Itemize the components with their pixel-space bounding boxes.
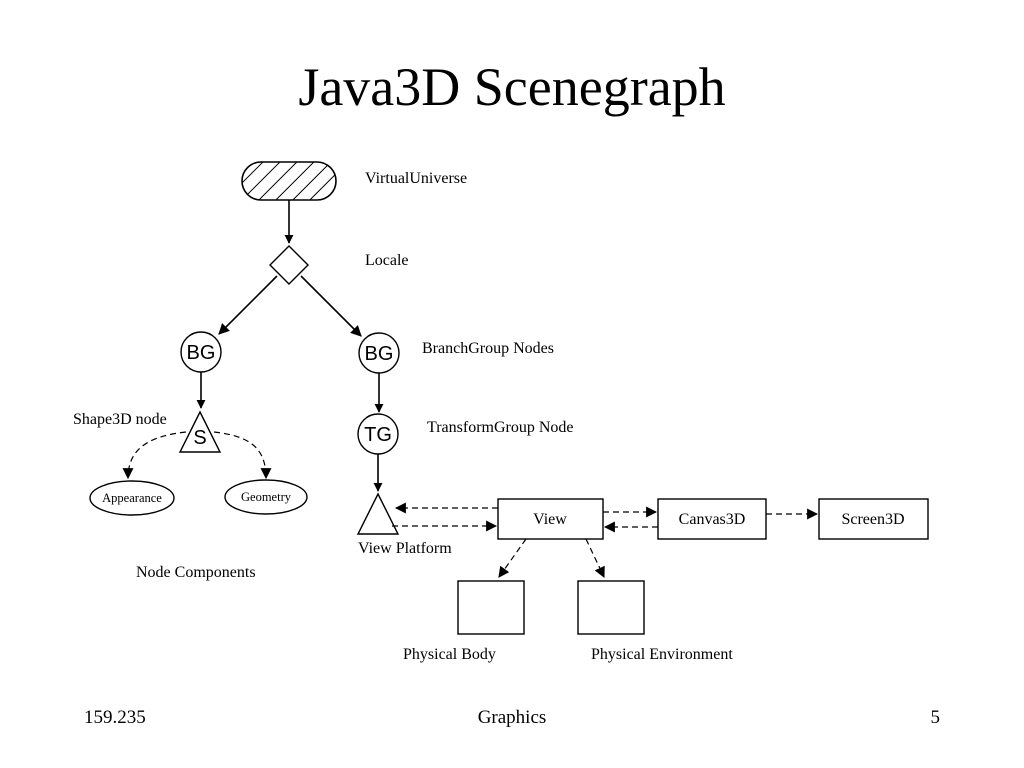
transformgroup-label: TransformGroup Node bbox=[427, 419, 574, 436]
shape-letter: S bbox=[193, 427, 206, 449]
branchgroup-label: BranchGroup Nodes bbox=[422, 340, 554, 357]
virtual-universe-label: VirtualUniverse bbox=[365, 170, 467, 187]
edge-shape-geometry bbox=[213, 431, 272, 480]
canvas3d-text: Canvas3D bbox=[679, 511, 746, 528]
edge-view-physical-body bbox=[498, 538, 527, 578]
node-components-label: Node Components bbox=[136, 564, 256, 581]
geometry-text: Geometry bbox=[241, 490, 292, 504]
edge-locale-bg-right bbox=[300, 275, 362, 337]
shape3d-label: Shape3D node bbox=[73, 411, 167, 428]
locale-label: Locale bbox=[365, 252, 409, 269]
slide-title: Java3D Scenegraph bbox=[298, 57, 726, 117]
virtual-universe-node bbox=[241, 161, 337, 201]
appearance-text: Appearance bbox=[102, 491, 162, 505]
edge-view-physical-env bbox=[585, 538, 605, 578]
view-node bbox=[497, 498, 604, 540]
edge-locale-bg-left bbox=[218, 275, 278, 335]
locale-node bbox=[269, 245, 309, 285]
appearance-node bbox=[89, 480, 175, 516]
view-platform-label: View Platform bbox=[358, 540, 452, 557]
physical-environment-node bbox=[577, 580, 645, 635]
bg-left-text: BG bbox=[187, 342, 216, 364]
bg-right-text: BG bbox=[365, 343, 394, 365]
view-text: View bbox=[533, 511, 567, 528]
view-platform-node bbox=[356, 492, 400, 535]
edge-shape-appearance bbox=[122, 431, 187, 480]
screen3d-text: Screen3D bbox=[841, 511, 904, 528]
footer-course-code: 159.235 bbox=[84, 707, 146, 728]
tg-text: TG bbox=[364, 424, 392, 446]
geometry-node bbox=[224, 479, 308, 515]
footer-page-number: 5 bbox=[930, 707, 941, 728]
physical-body-node bbox=[457, 580, 525, 635]
physical-body-label: Physical Body bbox=[403, 646, 496, 663]
canvas3d-node bbox=[657, 498, 767, 540]
physical-environment-label: Physical Environment bbox=[591, 646, 733, 663]
footer-subject: Graphics bbox=[477, 707, 547, 728]
screen3d-node bbox=[818, 498, 929, 540]
shape3d-node bbox=[178, 410, 222, 453]
